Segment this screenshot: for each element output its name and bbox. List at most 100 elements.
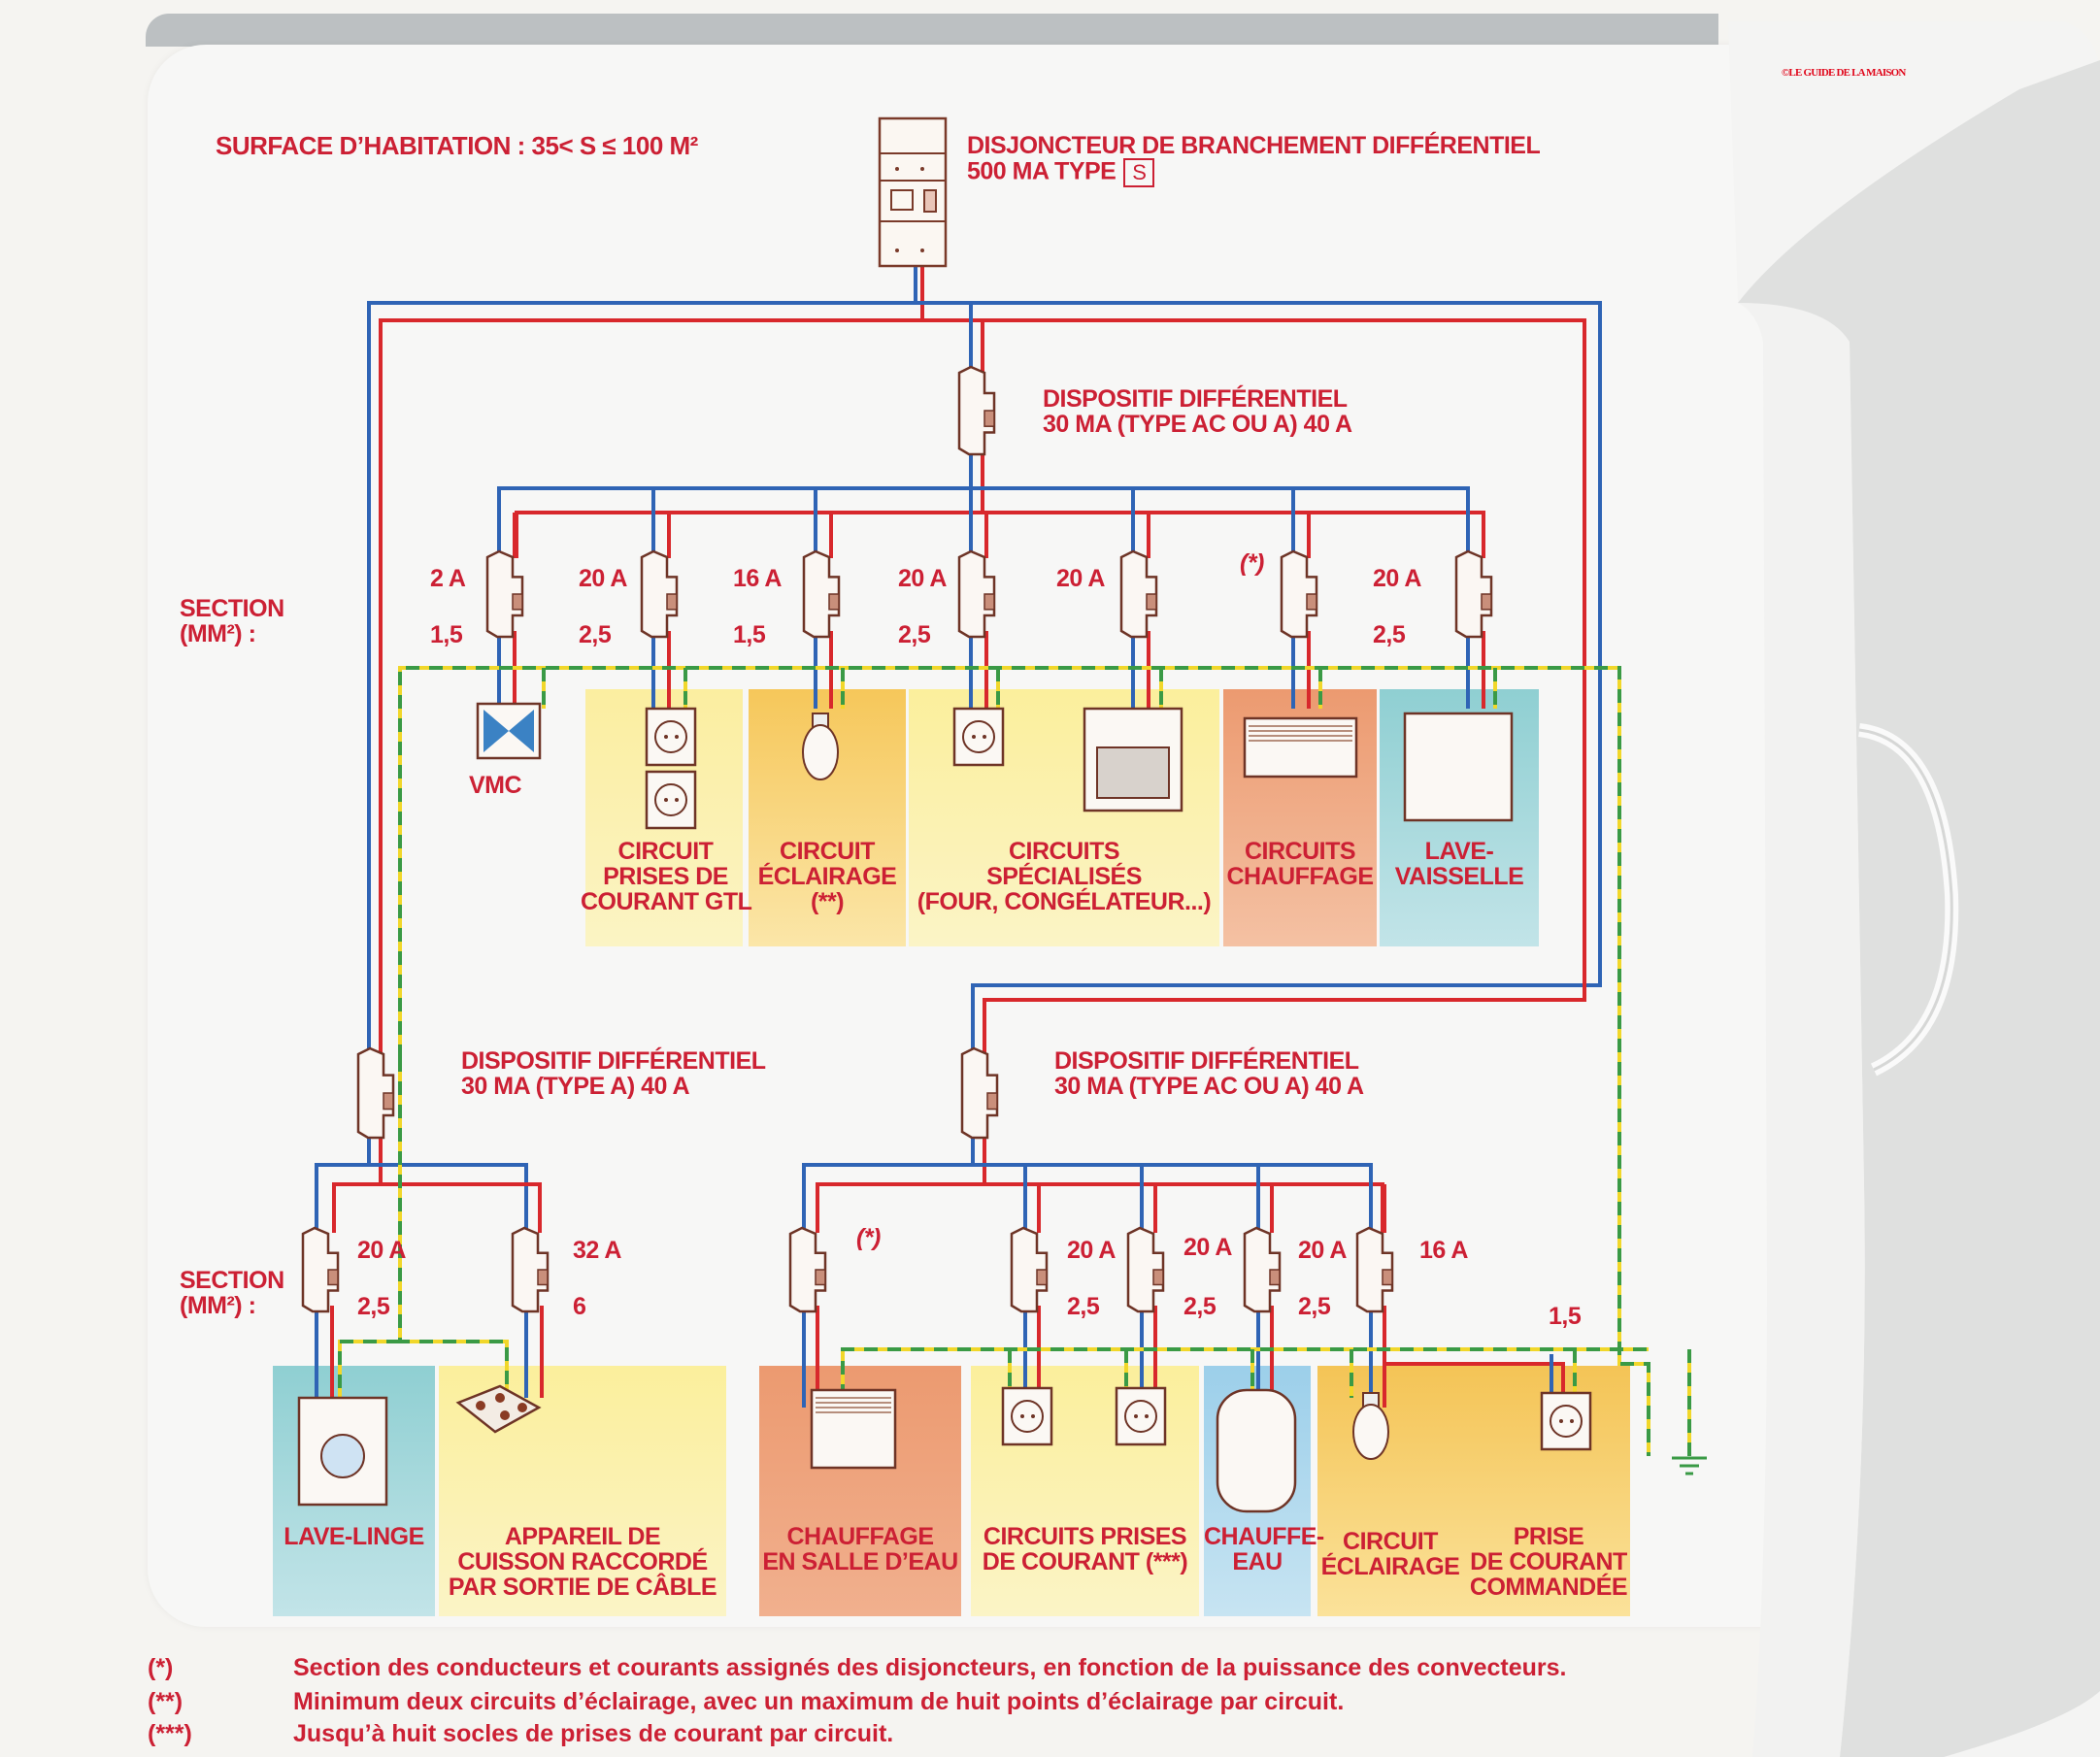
- label-line: CIRCUITS PRISES: [983, 1523, 1187, 1550]
- socket-icon: [1134, 1414, 1138, 1418]
- circuit-label-specialises: CIRCUITS SPÉCIALISÉS (FOUR, CONGÉLATEUR.…: [909, 839, 1219, 914]
- label-line: SPÉCIALISÉS: [986, 863, 1142, 890]
- rcd-right-line2: 30 MA (TYPE AC OU A) 40 A: [1054, 1073, 1364, 1100]
- vmc-fan-icon: [483, 710, 509, 752]
- circuit-label-prise-commandee: PRISE DE COURANT COMMANDÉE: [1466, 1524, 1631, 1600]
- top-breaker-4-rating: 20 A: [898, 565, 947, 592]
- label-line: VAISSELLE: [1394, 863, 1524, 890]
- label-line: CIRCUIT: [1343, 1528, 1438, 1555]
- rcd-top-line2: 30 MA (TYPE AC OU A) 40 A: [1043, 411, 1352, 438]
- socket-icon: [972, 735, 976, 739]
- right-breaker-3-rating: 20 A: [1183, 1234, 1232, 1261]
- socket-icon: [962, 720, 995, 753]
- circuit-breaker-icon: [957, 549, 996, 639]
- label-line: (FOUR, CONGÉLATEUR...): [917, 888, 1212, 915]
- circuit-label-lave-vaisselle: LAVE- VAISSELLE: [1380, 839, 1539, 889]
- main-breaker-icon: [878, 116, 948, 268]
- top-breaker-7-section: 2,5: [1373, 621, 1406, 648]
- section-label-top: SECTION (MM²) :: [180, 596, 284, 646]
- label-line: VMC: [468, 772, 522, 799]
- socket-icon: [952, 707, 1005, 767]
- light-bulb-icon: [802, 724, 839, 780]
- circuit-label-prises-gtl: CIRCUIT PRISES DE COURANT GTL: [581, 838, 752, 914]
- socket-icon: [1031, 1414, 1035, 1418]
- copyright-notice: ©LE GUIDE DE LA MAISON: [1782, 67, 1906, 79]
- circuit-breaker-icon: [1010, 1226, 1049, 1313]
- label-line: APPAREIL DE: [504, 1523, 661, 1550]
- earth-wire: [338, 1340, 400, 1398]
- main-breaker-label: DISJONCTEUR DE BRANCHEMENT DIFFÉRENTIEL …: [967, 133, 1541, 187]
- socket-icon: [983, 735, 986, 739]
- left-breaker-2-section: 6: [573, 1293, 586, 1320]
- oven-icon: [1096, 746, 1170, 799]
- convector-icon: [1243, 716, 1358, 779]
- convector-icon: [810, 1388, 897, 1470]
- circuit-label-cuisson: APPAREIL DE CUISSON RACCORDÉ PAR SORTIE …: [439, 1524, 726, 1600]
- top-breaker-1-rating: 2 A: [430, 565, 466, 592]
- earth-wire: [338, 1340, 400, 1398]
- right-breaker-5-rating: 16 A: [1419, 1237, 1468, 1264]
- neutral-wire: [367, 262, 917, 1058]
- socket-icon: [645, 770, 697, 830]
- socket-icon: [1001, 1386, 1053, 1446]
- socket-icon: [645, 707, 697, 767]
- rcd-icon: [356, 1046, 395, 1140]
- socket-icon: [1570, 1419, 1574, 1423]
- label-line: (**): [810, 888, 845, 915]
- section-label-line1: SECTION: [180, 1267, 284, 1294]
- right-breaker-4-section: 2,5: [1298, 1293, 1331, 1320]
- rcd-left-line1: DISPOSITIF DIFFÉRENTIEL: [461, 1047, 766, 1075]
- label-line: ÉCLAIRAGE: [1320, 1553, 1460, 1580]
- rcd-left-line2: 30 MA (TYPE A) 40 A: [461, 1073, 689, 1100]
- type-s-symbol: S: [1123, 158, 1155, 187]
- hob-icon: [495, 1393, 505, 1403]
- footnote-mark: (*): [148, 1654, 174, 1681]
- circuit-label-prises: CIRCUITS PRISES DE COURANT (***): [971, 1524, 1199, 1575]
- socket-icon: [1115, 1386, 1167, 1446]
- phase-bus: [983, 511, 1485, 558]
- vmc-fan-icon: [509, 710, 534, 752]
- socket-icon: [664, 735, 668, 739]
- socket-icon: [1124, 1400, 1157, 1433]
- circuit-label-chauffe-eau: CHAUFFE- EAU: [1204, 1524, 1324, 1575]
- label-line: PRISE: [1513, 1523, 1584, 1550]
- enclosure-door-icon: [1728, 21, 2100, 1757]
- label-line: CIRCUITS: [1008, 838, 1120, 865]
- label-line: EAU: [1232, 1548, 1283, 1575]
- phase-bus: [984, 1182, 1384, 1233]
- rcd-right-label: DISPOSITIF DIFFÉRENTIEL 30 MA (TYPE AC O…: [1054, 1048, 1364, 1099]
- rcd-icon: [957, 365, 996, 456]
- socket-icon: [654, 783, 687, 816]
- right-breaker-4-rating: 20 A: [1298, 1237, 1347, 1264]
- circuit-breaker-icon: [1119, 549, 1158, 639]
- footnote-2: (**)Minimum deux circuits d’éclairage, a…: [148, 1687, 1344, 1716]
- section-label-line2: (MM²) :: [180, 1292, 256, 1319]
- label-line: DE COURANT: [1470, 1548, 1627, 1575]
- top-breaker-2-rating: 20 A: [579, 565, 627, 592]
- socket-icon: [654, 720, 687, 753]
- socket-icon: [1559, 1419, 1563, 1423]
- hob-icon: [455, 1384, 542, 1434]
- top-breaker-7-rating: 20 A: [1373, 565, 1421, 592]
- phase-wire: [379, 262, 924, 1058]
- right-breaker-2-rating: 20 A: [1067, 1237, 1116, 1264]
- right-breaker-3-section: 2,5: [1183, 1293, 1217, 1320]
- light-bulb-icon: [1352, 1404, 1389, 1460]
- hob-icon: [517, 1403, 527, 1412]
- earth-wire: [398, 666, 1650, 1456]
- label-line: LAVE-LINGE: [283, 1523, 424, 1550]
- circuit-breaker-icon: [1126, 1226, 1165, 1313]
- label-line: CIRCUIT: [780, 838, 875, 865]
- neutral-bus: [973, 1163, 1373, 1233]
- circuit-label-vmc: VMC: [427, 773, 563, 798]
- circuit-label-eclairage: CIRCUIT ÉCLAIRAGE (**): [749, 839, 906, 914]
- circuit-breaker-icon: [1454, 549, 1493, 639]
- label-line: CIRCUIT: [617, 838, 714, 865]
- dishwasher-icon: [1403, 712, 1514, 822]
- section-label-bottom: SECTION (MM²) :: [180, 1268, 284, 1318]
- circuit-breaker-icon: [802, 549, 841, 639]
- footnote-3: (***)Jusqu’à huit socles de prises de co…: [148, 1719, 893, 1748]
- socket-icon: [1020, 1414, 1024, 1418]
- top-breaker-1-section: 1,5: [430, 621, 463, 648]
- top-breaker-2-section: 2,5: [579, 621, 612, 648]
